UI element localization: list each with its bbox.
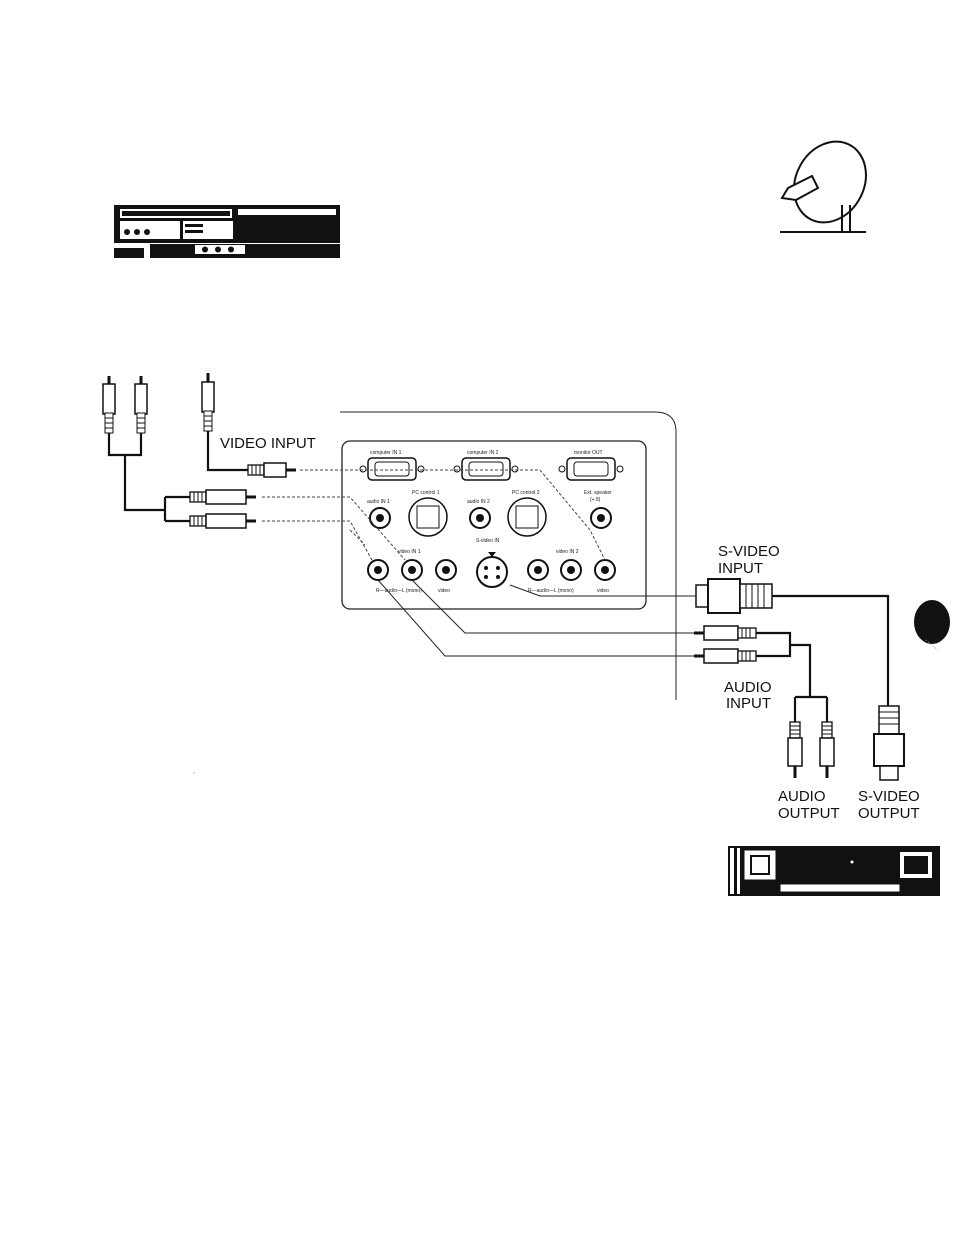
label-svideo-in: S-video IN (476, 538, 500, 544)
label-rl-mono-2: R—audio—L (mono) (528, 588, 574, 594)
pc-control-1-connector (409, 498, 447, 536)
label-svideo-output-1: S-VIDEO (858, 788, 920, 805)
label-rl-mono-1: R—audio—L (mono) (376, 588, 422, 594)
label-svideo-input-1: S-VIDEO (718, 543, 780, 560)
svideo-source-device-icon (728, 846, 940, 896)
label-pc-control-2: PC control 2 (512, 490, 540, 496)
svideo-output-plug (874, 706, 904, 780)
label-computer-in-1: computer IN 1 (370, 450, 402, 456)
left-audio-plug-pair (103, 376, 147, 433)
ext-speaker-jack (591, 508, 611, 528)
label-monitor-out: monitor OUT (574, 450, 603, 456)
vcr-device-icon (114, 205, 340, 258)
computer-in-2-connector (454, 458, 518, 480)
projector-rear-panel: computer IN 1 computer IN 2 monitor OUT … (340, 412, 676, 700)
video-input-plug (248, 463, 296, 477)
svideo-input-plug (696, 579, 772, 613)
label-audio-in-2: audio IN 2 (467, 499, 490, 505)
label-video-input: VIDEO INPUT (220, 435, 316, 452)
label-video-in-1: video IN 1 (398, 549, 421, 555)
label-audio-output-2: OUTPUT (778, 805, 840, 822)
audio-output-plug-right (820, 722, 834, 778)
label-audio-input-1: AUDIO (724, 679, 772, 696)
pc-control-2-connector (508, 498, 546, 536)
marker-dot-icon (914, 600, 950, 650)
label-video-2: video (597, 588, 609, 594)
audio-in-1-jack (370, 508, 390, 528)
video-in-2-jacks (528, 560, 615, 580)
label-video-1: video (438, 588, 450, 594)
label-pc-control-1: PC control 1 (412, 490, 440, 496)
left-video-plug (202, 373, 214, 431)
label-audio-in-1: audio IN 1 (367, 499, 390, 505)
satellite-dish-icon (780, 129, 880, 235)
label-audio-output-1: AUDIO (778, 788, 826, 805)
computer-in-1-connector (360, 458, 424, 480)
monitor-out-connector (559, 458, 623, 480)
video-in-1-jacks (368, 560, 456, 580)
label-ext-speaker-sub: (+ 8) (590, 497, 601, 503)
label-video-in-2: video IN 2 (556, 549, 579, 555)
label-computer-in-2: computer IN 2 (467, 450, 499, 456)
label-svideo-output-2: OUTPUT (858, 805, 920, 822)
audio-output-plug-left (788, 722, 802, 778)
scan-speck (193, 772, 194, 773)
audio-input-plug-lower (694, 649, 756, 663)
label-svideo-input-2: INPUT (718, 560, 763, 577)
audio-plug-lower (190, 514, 256, 528)
label-ext-speaker: Ext. speaker (584, 490, 612, 496)
audio-in-2-jack (470, 508, 490, 528)
label-audio-input-2: INPUT (726, 695, 771, 712)
audio-plug-upper (190, 490, 256, 504)
audio-input-plug-upper (694, 626, 756, 640)
